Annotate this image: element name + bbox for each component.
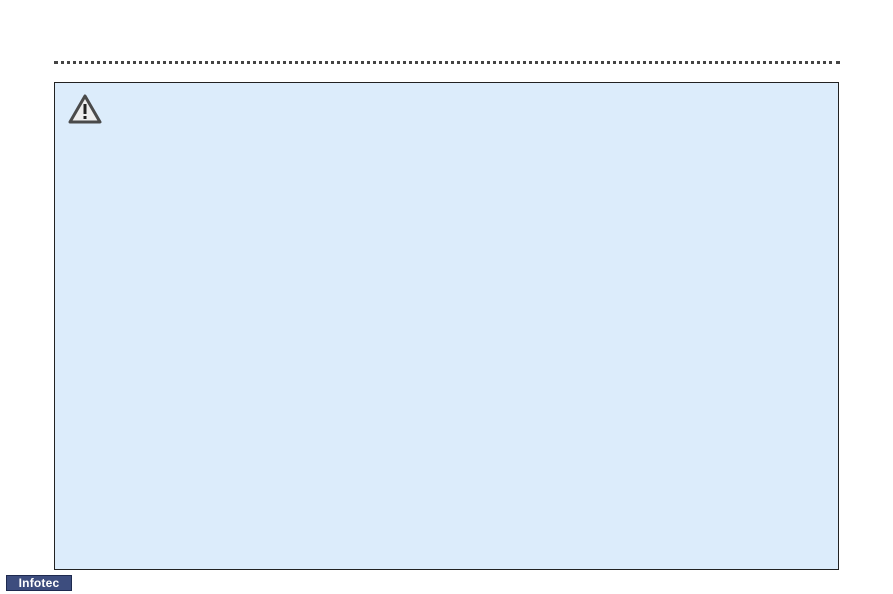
dotted-divider [54,61,840,64]
warning-triangle-icon [67,93,103,125]
warning-callout-box [54,82,839,570]
brand-logo: Infotec [6,575,72,591]
